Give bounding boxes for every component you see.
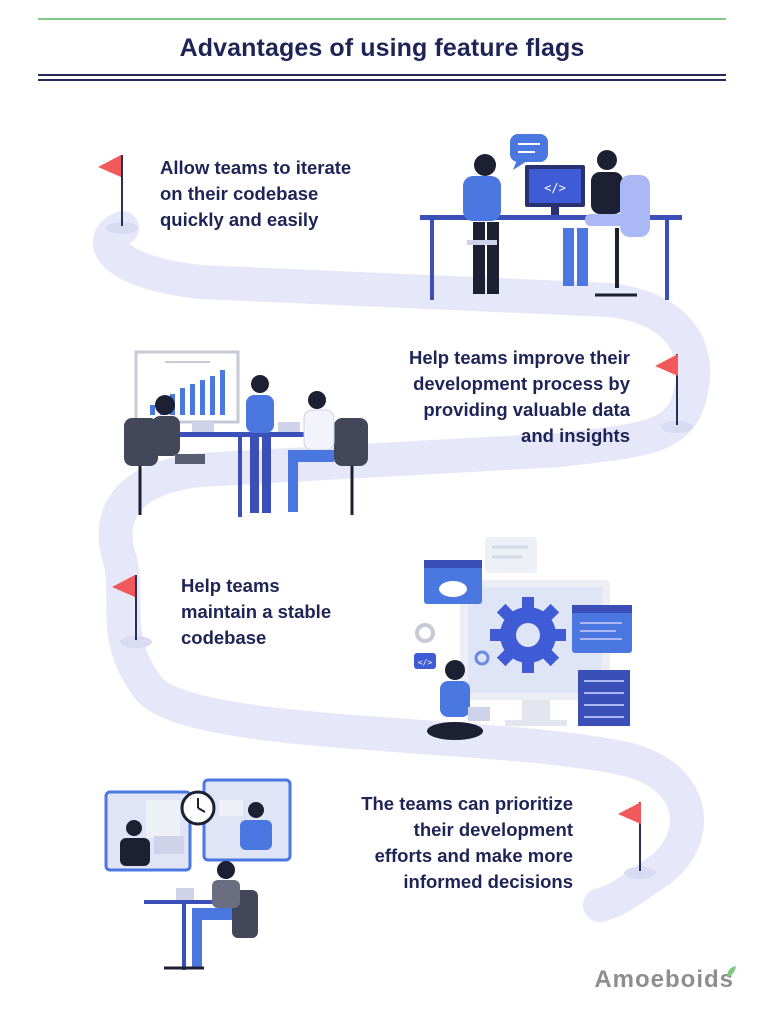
team-meeting-illustration bbox=[124, 350, 368, 517]
remote-team-illustration bbox=[104, 778, 292, 970]
developers-at-desk-illustration: </> bbox=[420, 134, 682, 300]
code-tag-label: </> bbox=[544, 181, 566, 195]
flag-icon-2 bbox=[655, 354, 693, 433]
step-4-text: The teams can prioritize their developme… bbox=[361, 793, 573, 892]
flag-icon-4 bbox=[618, 802, 656, 879]
stable-codebase-illustration: </> bbox=[414, 537, 632, 740]
page-title: Advantages of using feature flags bbox=[179, 34, 585, 62]
step-2-text: Help teams improve their development pro… bbox=[408, 347, 630, 446]
step-1-text: Allow teams to iterate on their codebase… bbox=[160, 157, 352, 230]
brand-logo: Amoeboids bbox=[594, 966, 734, 993]
leaf-icon bbox=[727, 966, 736, 977]
title-underline bbox=[38, 74, 726, 76]
title-underline-2 bbox=[38, 79, 726, 81]
flag-icon-1 bbox=[98, 155, 138, 234]
top-divider bbox=[38, 18, 726, 20]
step-3-text: Help teams maintain a stable codebase bbox=[181, 575, 332, 648]
flag-icon-3 bbox=[112, 575, 152, 648]
code-badge-label: </> bbox=[418, 658, 433, 667]
